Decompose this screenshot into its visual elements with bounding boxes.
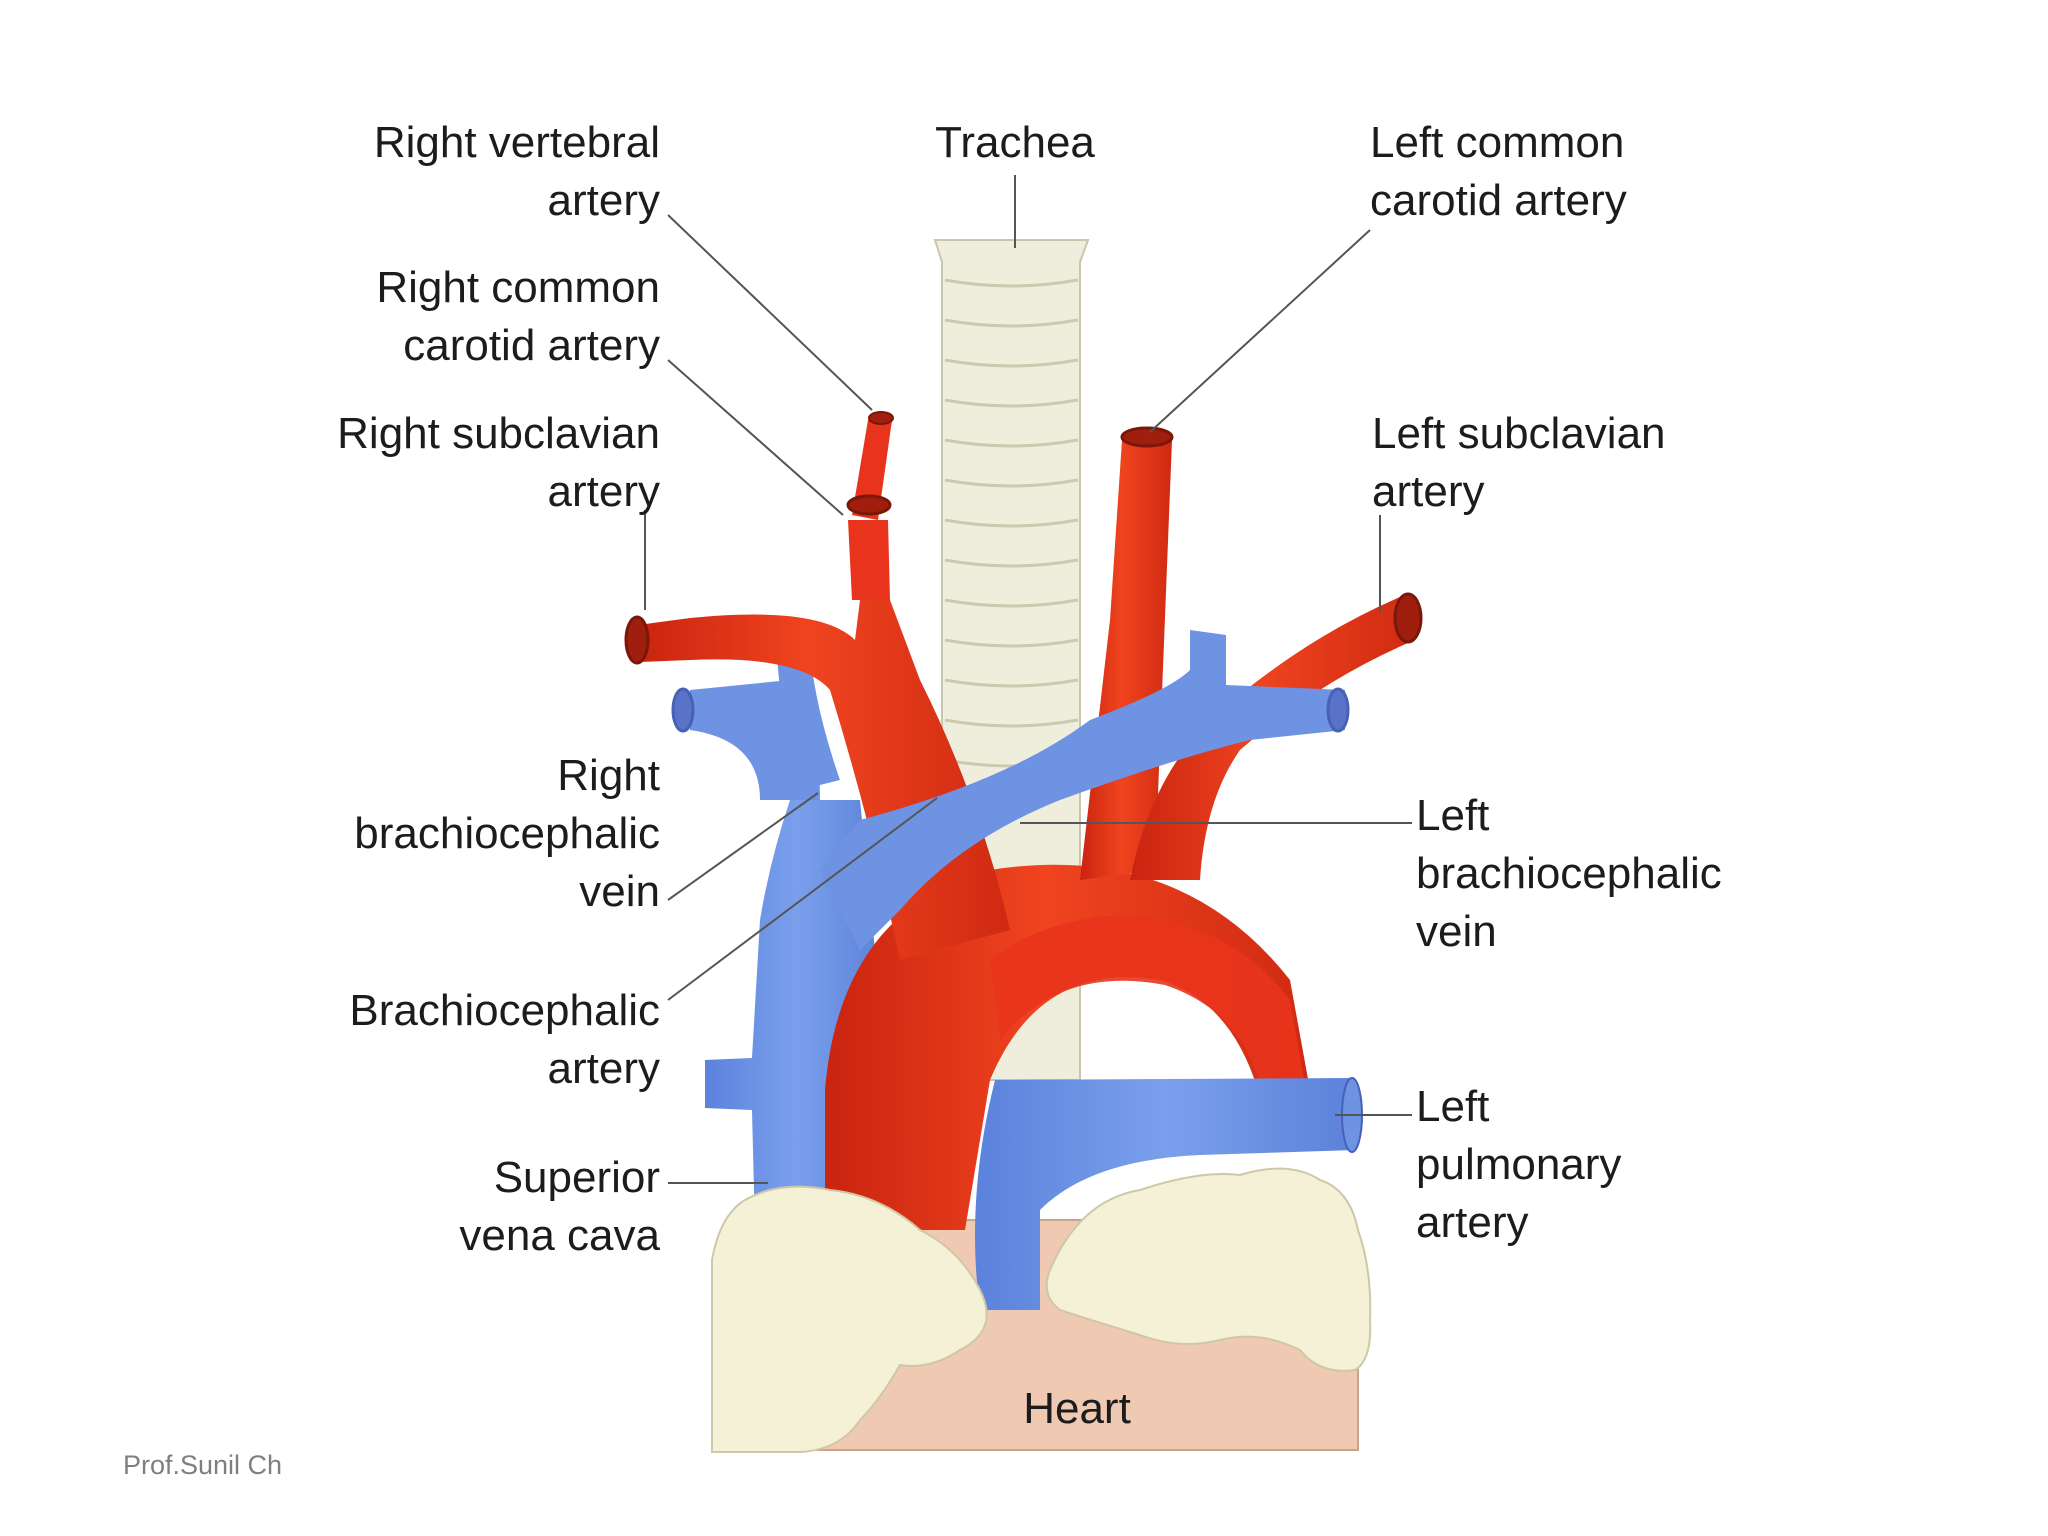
label-left-pulmonary-artery: Left pulmonary artery: [1416, 1082, 1622, 1247]
aortic-arch-front: [990, 915, 1305, 1085]
leader-right-brachiocephalic-vein: [667, 792, 819, 901]
leader-left-common-carotid-artery: [1149, 229, 1371, 433]
left-brachiocephalic-vein-vessel: [820, 630, 1350, 950]
left-subclavian-artery-vessel: [1130, 592, 1423, 880]
label-right-vertebral-artery: Right vertebral artery: [373, 118, 660, 225]
leader-right-common-carotid-artery: [667, 359, 844, 516]
label-right-common-carotid-artery: Right common carotid artery: [376, 263, 660, 370]
label-heart: Heart: [1023, 1384, 1131, 1433]
label-right-subclavian-artery: Right subclavian artery: [337, 409, 660, 516]
label-brachiocephalic-artery: Brachiocephalic artery: [349, 986, 660, 1093]
label-trachea: Trachea: [935, 118, 1095, 167]
label-right-brachiocephalic-vein: Right brachiocephalic vein: [354, 751, 660, 916]
footer-credit: Prof.Sunil Ch: [123, 1450, 283, 1480]
label-superior-vena-cava: Superior vena cava: [459, 1153, 660, 1260]
leader-brachiocephalic-artery: [667, 797, 938, 1001]
label-left-common-carotid-artery: Left common carotid artery: [1370, 118, 1627, 225]
leader-lines: [644, 175, 1412, 1184]
leader-right-vertebral-artery: [667, 214, 873, 411]
heart-fat: [711, 1167, 1372, 1453]
label-left-subclavian-artery: Left subclavian artery: [1372, 409, 1666, 516]
label-left-brachiocephalic-vein: Left brachiocephalic vein: [1416, 791, 1722, 956]
